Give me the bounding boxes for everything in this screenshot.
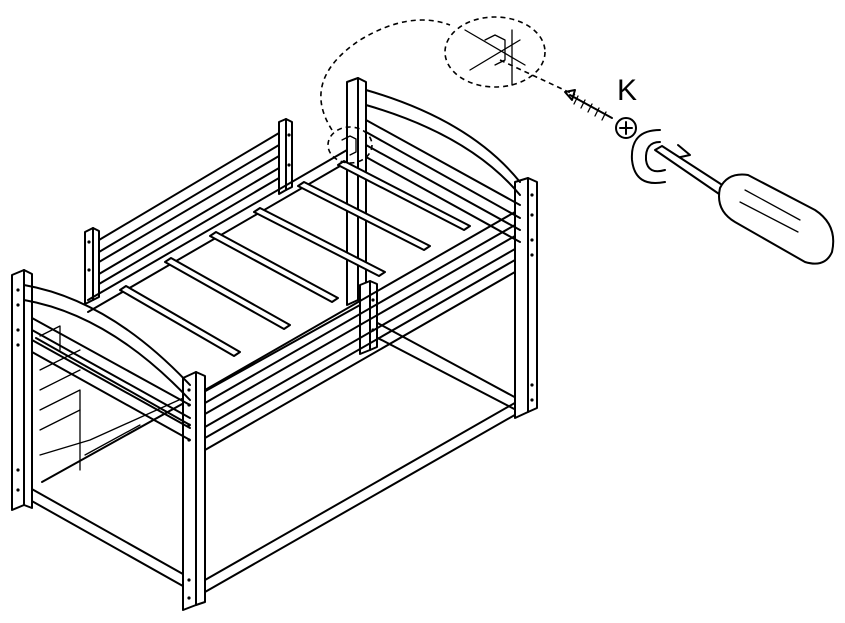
back-guard-rail: [98, 132, 280, 285]
foot-end-board: [23, 284, 191, 441]
bed-slats: [119, 160, 471, 357]
upper-side-rails: [35, 149, 516, 451]
head-end-board: [365, 89, 521, 243]
screw-icon: [564, 89, 637, 139]
part-label: K: [617, 74, 637, 107]
bed-posts: [11, 77, 538, 611]
clockwise-rotation-icon: [630, 129, 691, 184]
bolt-holes: [16, 133, 534, 600]
detail-callout: [320, 16, 576, 164]
screwdriver-icon: [654, 145, 835, 265]
lower-bed-frame: [29, 304, 521, 593]
